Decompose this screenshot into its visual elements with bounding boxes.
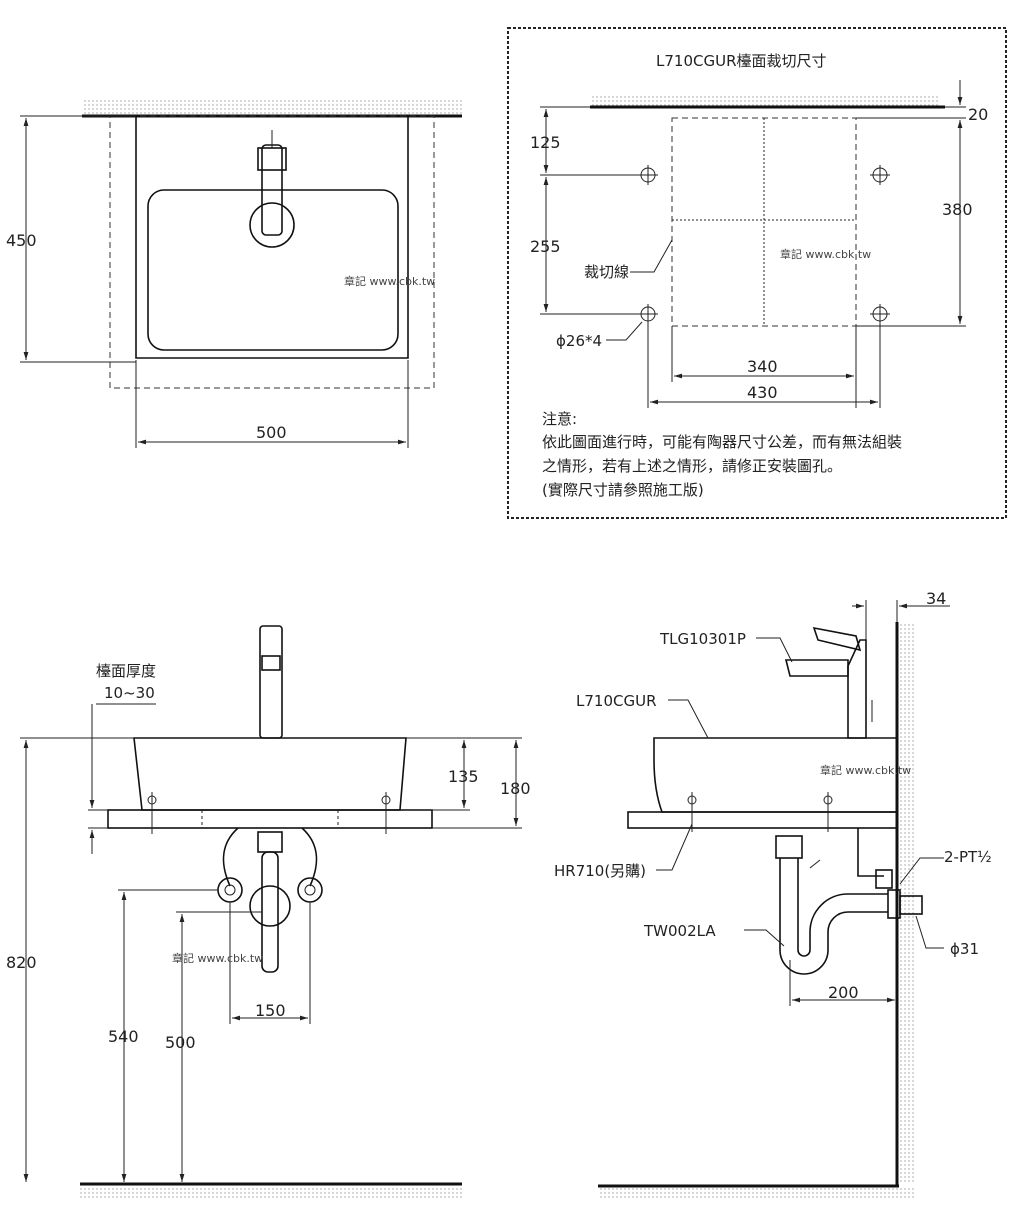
side-drain-nut xyxy=(775,835,803,859)
hose-right xyxy=(301,827,318,887)
faucet-lever xyxy=(812,626,862,652)
faucet-side-body xyxy=(847,639,867,739)
hose-left xyxy=(222,827,239,887)
wall-pipe-stub xyxy=(899,895,923,915)
dim-540-label: 540 xyxy=(108,1027,139,1046)
dim-500-label: 500 xyxy=(256,423,287,442)
note-line-1: 依此圖面進行時，可能有陶器尺寸公差，而有無法組裝 xyxy=(542,433,902,451)
dim-820-label: 820 xyxy=(6,953,37,972)
drain-dia-label: ϕ31 xyxy=(950,940,979,958)
basin-front xyxy=(133,737,407,811)
faucet-base-icon xyxy=(249,202,295,248)
pt-label: 2-PT½ xyxy=(944,848,992,866)
basin-bowl xyxy=(147,189,399,351)
watermark: 章記 www.cbk.tw xyxy=(172,951,263,965)
mount-hole-icon xyxy=(638,165,658,185)
panel-wall-hatch xyxy=(590,94,940,106)
cut-line-label: 裁切線 xyxy=(584,263,629,281)
dim-135-label: 135 xyxy=(448,767,479,786)
faucet-body xyxy=(259,625,283,739)
floor-hatch xyxy=(80,1186,462,1200)
counter-thickness-range: 10~30 xyxy=(104,684,155,702)
trap-bend xyxy=(249,885,291,927)
basin-outline xyxy=(135,116,409,359)
note-line-3: (實際尺寸請參照施工版) xyxy=(542,481,704,499)
watermark: 章記 www.cbk.tw xyxy=(344,274,435,288)
drain-pipe xyxy=(261,851,279,973)
angle-valve-icon xyxy=(217,877,243,903)
panel-border xyxy=(507,27,1007,519)
p-trap-outer xyxy=(779,858,888,975)
dim-34-label: 34 xyxy=(926,589,946,608)
trap-label: TW002LA xyxy=(643,922,716,940)
front-view xyxy=(20,625,522,1200)
side-wall-hatch xyxy=(899,622,915,1184)
mount-hole-icon xyxy=(870,165,890,185)
note-line-2: 之情形，若有上述之情形，請修正安裝圖孔。 xyxy=(542,457,842,475)
drain-nut xyxy=(257,831,283,853)
dim-450-label: 450 xyxy=(6,231,37,250)
p-trap-inner xyxy=(797,858,888,957)
faucet-side-spout xyxy=(784,659,849,677)
watermark: 章記 www.cbk.tw xyxy=(780,247,871,261)
dim-340-label: 340 xyxy=(747,357,778,376)
dim-380-label: 380 xyxy=(942,200,973,219)
top-view xyxy=(20,100,462,448)
side-view xyxy=(598,600,950,1200)
basin-model-label: L710CGUR xyxy=(576,692,657,710)
dim-200-label: 200 xyxy=(828,983,859,1002)
dim-180-label: 180 xyxy=(500,779,531,798)
angle-valve-icon xyxy=(297,877,323,903)
mount-hole-icon xyxy=(870,304,890,324)
note-title: 注意: xyxy=(542,410,577,428)
supply-pipe xyxy=(857,828,884,877)
dim-150-label: 150 xyxy=(255,1001,286,1020)
wall-hatch xyxy=(82,100,462,114)
counter-dashed-outline xyxy=(109,115,435,389)
dim-125-label: 125 xyxy=(530,133,561,152)
hole-label: ϕ26*4 xyxy=(556,332,602,350)
faucet-model-label: TLG10301P xyxy=(659,630,746,648)
faucet-spout-outlet xyxy=(261,655,281,671)
bracket-label: HR710(另購) xyxy=(554,862,646,880)
cutout-panel xyxy=(507,27,1007,519)
watermark: 章記 www.cbk.tw xyxy=(820,763,911,777)
mount-hole-icon xyxy=(638,304,658,324)
dim-20-label: 20 xyxy=(968,105,988,124)
counter-thickness-label: 檯面厚度 xyxy=(96,662,156,680)
side-floor-hatch xyxy=(598,1188,916,1200)
panel-title: L710CGUR檯面裁切尺寸 xyxy=(656,52,827,70)
counter-side xyxy=(627,811,898,829)
dim-430-label: 430 xyxy=(747,383,778,402)
dim-255-label: 255 xyxy=(530,237,561,256)
dim-500-label: 500 xyxy=(165,1033,196,1052)
angle-valve-side xyxy=(875,869,893,889)
counter-slab xyxy=(107,809,433,829)
